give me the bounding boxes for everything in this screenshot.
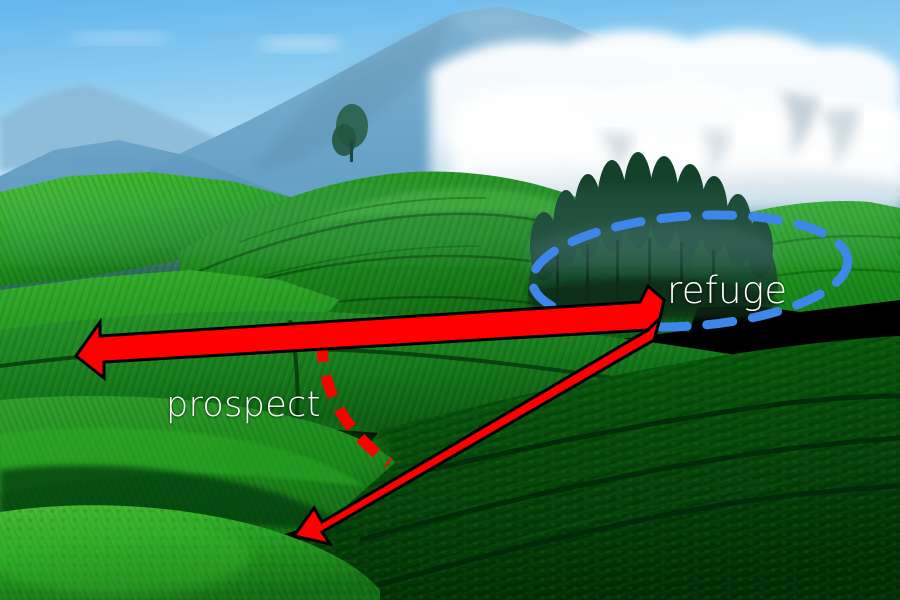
label-prospect: prospect	[166, 385, 321, 425]
cloud-wisp-far-left	[68, 31, 172, 45]
foreground-hummock-left	[0, 516, 250, 596]
foreground-hummock-mid	[210, 422, 390, 482]
cloud-wisp-left	[256, 36, 344, 52]
label-refuge: refuge	[667, 269, 788, 312]
tree-silhouette-ridge	[332, 104, 368, 162]
atmospheric-haze	[0, 190, 900, 260]
mountain-shadow	[248, 14, 452, 174]
